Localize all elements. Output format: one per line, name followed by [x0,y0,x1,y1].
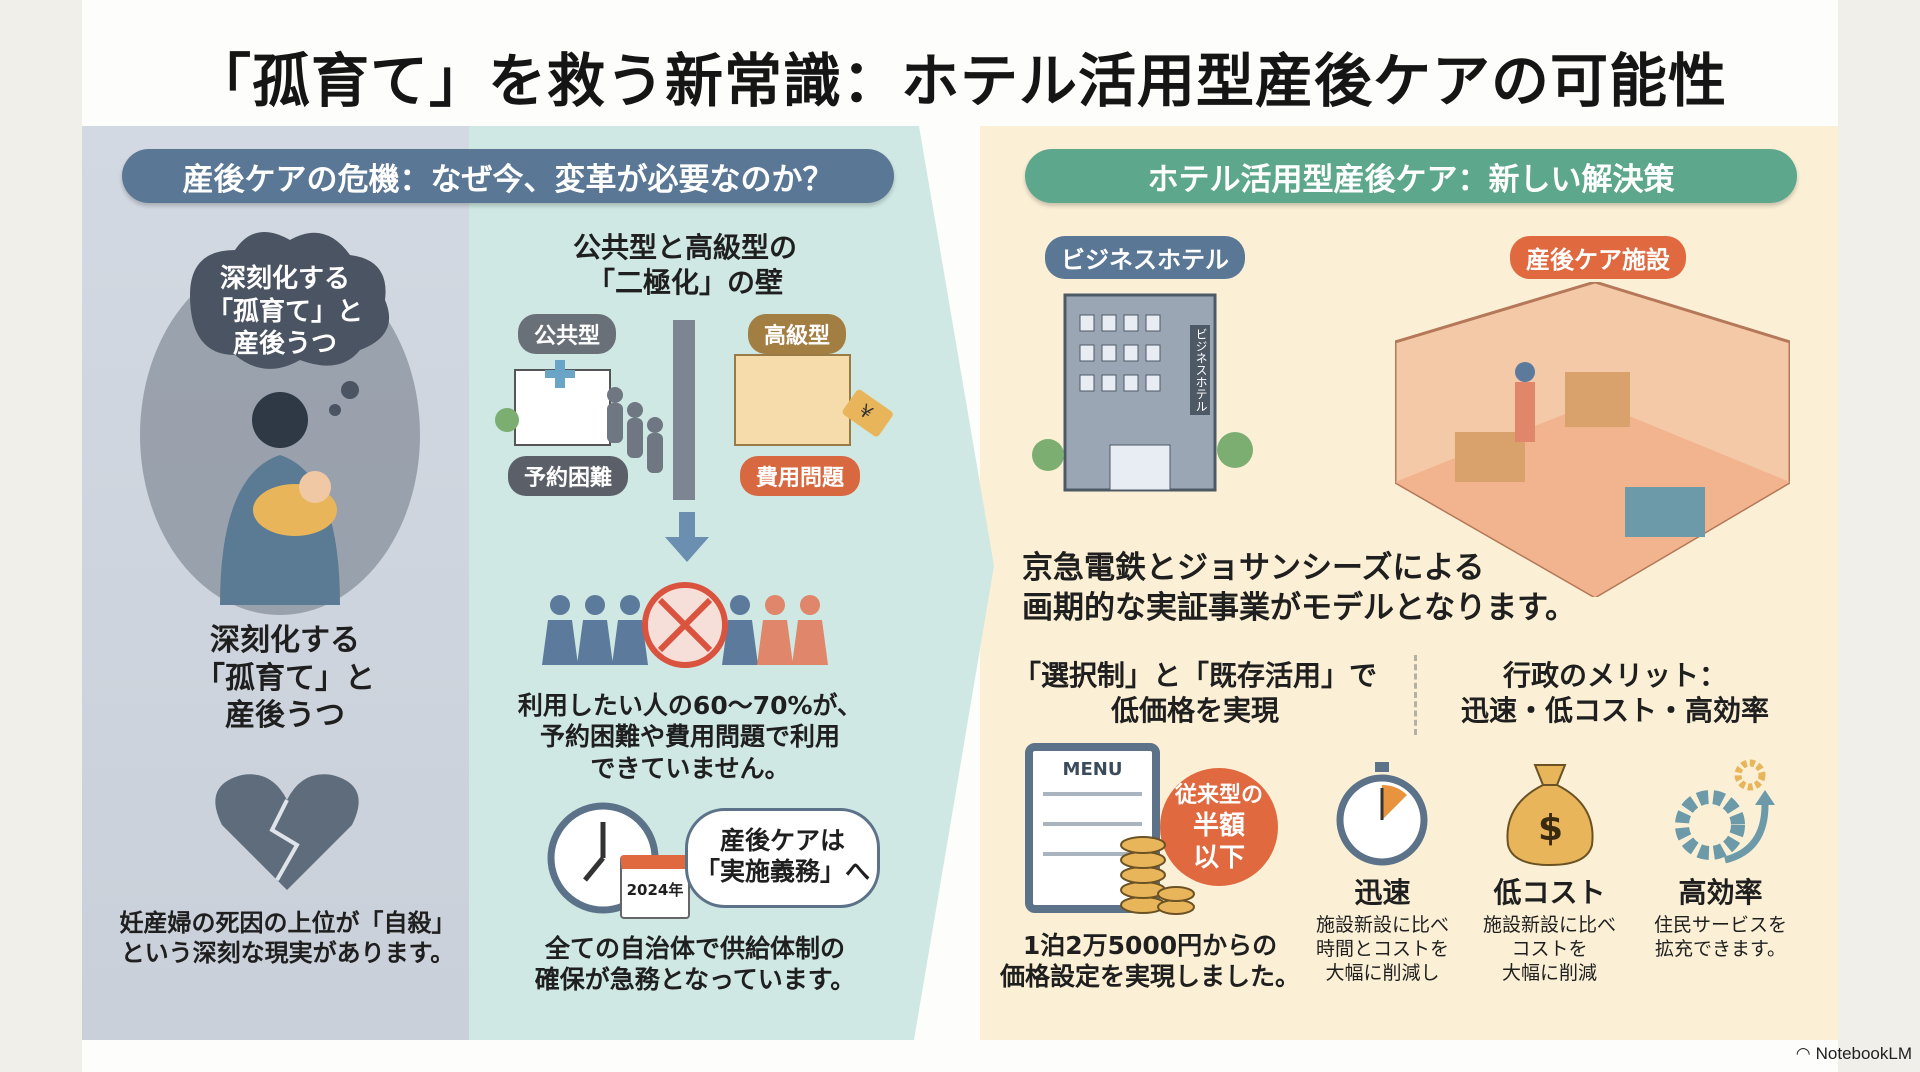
duty-text-line: 確保が急務となっています。 [534,965,856,995]
coin-stack-icon [1120,836,1195,915]
merit-desc-line: コストを [1511,937,1588,960]
model-text-line: 画期的な実証事業がモデルとなります。 [1022,590,1576,627]
crisis-text-line: という深刻な現実があります。 [120,939,455,967]
merit-desc-line: 大幅に削減 [1501,961,1597,984]
merit-desc: 施設新設に比べ コストを 大幅に削減 [1467,914,1632,985]
cloud-text: 深刻化する 「孤育て」と 産後うつ [150,263,420,361]
half-price-badge: 従来型の 半額 以下 [1160,768,1278,886]
crisis-title: 深刻化する 「孤育て」と 産後うつ [100,622,470,735]
notebooklm-logo-icon: ◠ [1795,1044,1811,1063]
merit-desc-line: 時間とコストを [1315,937,1449,960]
right-section-header: ホテル活用型産後ケア：新しい解決策 [1025,149,1797,203]
public-type-label: 公共型 [518,314,617,354]
merit-desc: 住民サービスを 拡充できます。 [1638,914,1803,962]
postpartum-room-illustration [1395,282,1790,597]
merit-title-cost: 低コスト [1493,876,1606,909]
merit-speed: 迅速 施設新設に比べ 時間とコストを 大幅に削減し [1300,875,1465,985]
merit-title: 行政のメリット： 迅速・低コスト・高効率 [1440,658,1790,728]
postpartum-facility-label: 産後ケア施設 [1510,236,1686,279]
reservation-difficulty-label: 予約困難 [508,456,629,496]
merit-title-line: 行政のメリット： [1502,659,1727,692]
merit-desc-line: 住民サービスを [1653,914,1787,936]
price-text-line: 1泊2万5000円からの [1022,931,1278,960]
merit-desc-line: 大幅に削減し [1325,961,1440,984]
badge-line: 以下 [1192,843,1245,873]
merit-low-cost: 低コスト 施設新設に比べ コストを 大幅に削減 [1467,875,1632,985]
polarization-title-line: 「二極化」の壁 [586,266,783,299]
badge-line: 従来型の [1174,783,1263,808]
two-tier-wall-illustration: ¥ [495,320,893,500]
svg-text:$: $ [1538,808,1563,849]
broken-heart-icon [215,774,359,890]
cost-problem-label: 費用問題 [740,456,861,496]
money-bag-icon: $ [1506,764,1594,867]
notebooklm-watermark: ◠ NotebookLM [1796,1044,1912,1064]
arrow-down-icon [665,512,709,562]
polarization-title-line: 公共型と高級型の [572,231,797,264]
merit-title-speed: 迅速 [1354,876,1411,909]
model-text-line: 京急電鉄とジョサンシーズによる [1022,550,1485,586]
gears-growth-icon [1675,759,1775,864]
premium-type-label: 高級型 [748,314,847,354]
merit-title-line: 迅速・低コスト・高効率 [1460,694,1769,727]
price-title: 「選択制」と「既存活用」で 低価格を実現 [1010,658,1380,728]
speech-line: 「実施義務」へ [694,857,870,887]
merit-title-efficiency: 高効率 [1678,876,1763,909]
crisis-text-line: 妊産婦の死因の上位が「自殺」 [119,909,456,937]
merit-desc-line: 拡充できます。 [1654,937,1787,960]
duty-text-line: 全ての自治体で供給体制の [544,934,845,963]
distressed-mother-illustration [140,232,420,615]
cloud-line: 深刻化する [219,264,350,294]
model-text: 京急電鉄とジョサンシーズによる 画期的な実証事業がモデルとなります。 [1022,548,1576,629]
duty-text: 全ての自治体で供給体制の 確保が急務となっています。 [500,933,890,996]
usage-text-line: 予約困難や費用問題で利用 [539,722,840,752]
speech-line: 産後ケアは [719,826,845,855]
usage-text: 利用したい人の60〜70%が、 予約困難や費用問題で利用 できていません。 [500,690,880,784]
crisis-text: 妊産婦の死因の上位が「自殺」 という深刻な現実があります。 [95,908,480,968]
price-text: 1泊2万5000円からの 価格設定を実現しました。 [1000,930,1300,993]
badge-line: 半額 [1192,810,1245,841]
cloud-line: 産後うつ [232,329,337,359]
cloud-line: 「孤育て」と [206,296,363,327]
divider [1414,655,1417,735]
brand-text: NotebookLM [1815,1044,1912,1063]
hotel-sign: ビジネスホテル [1190,325,1210,415]
calendar-icon: 2024年 [620,855,690,919]
women-crowd-illustration [542,582,828,668]
business-hotel-label: ビジネスホテル [1045,236,1245,279]
crisis-title-line: 産後うつ [225,698,345,733]
merit-desc-line: 施設新設に比べ [1482,914,1616,936]
merit-desc: 施設新設に比べ 時間とコストを 大幅に削減し [1300,914,1465,985]
crisis-title-line: 深刻化する [210,623,360,658]
price-title-line: 「選択制」と「既存活用」で [1012,659,1377,692]
price-text-line: 価格設定を実現しました。 [1000,962,1301,992]
left-section-header: 産後ケアの危機：なぜ今、変革が必要なのか？ [122,149,894,203]
usage-text-line: できていません。 [590,753,790,783]
business-hotel-illustration [1032,293,1253,492]
page-title: 「孤育て」を救う新常識：ホテル活用型産後ケアの可能性 [192,47,1727,115]
stopwatch-icon [1336,762,1428,866]
price-title-line: 低価格を実現 [1110,694,1279,727]
menu-lines [1043,792,1142,882]
menu-label: MENU [1062,759,1123,780]
merit-desc-line: 施設新設に比べ [1315,914,1449,936]
speech-bubble: 産後ケアは 「実施義務」へ [685,808,880,908]
usage-text-line: 利用したい人の60〜70%が、 [517,691,863,720]
crisis-title-line: 「孤育て」と [195,660,375,696]
merit-efficiency: 高効率 住民サービスを 拡充できます。 [1638,875,1803,962]
polarization-title: 公共型と高級型の 「二極化」の壁 [490,230,880,300]
